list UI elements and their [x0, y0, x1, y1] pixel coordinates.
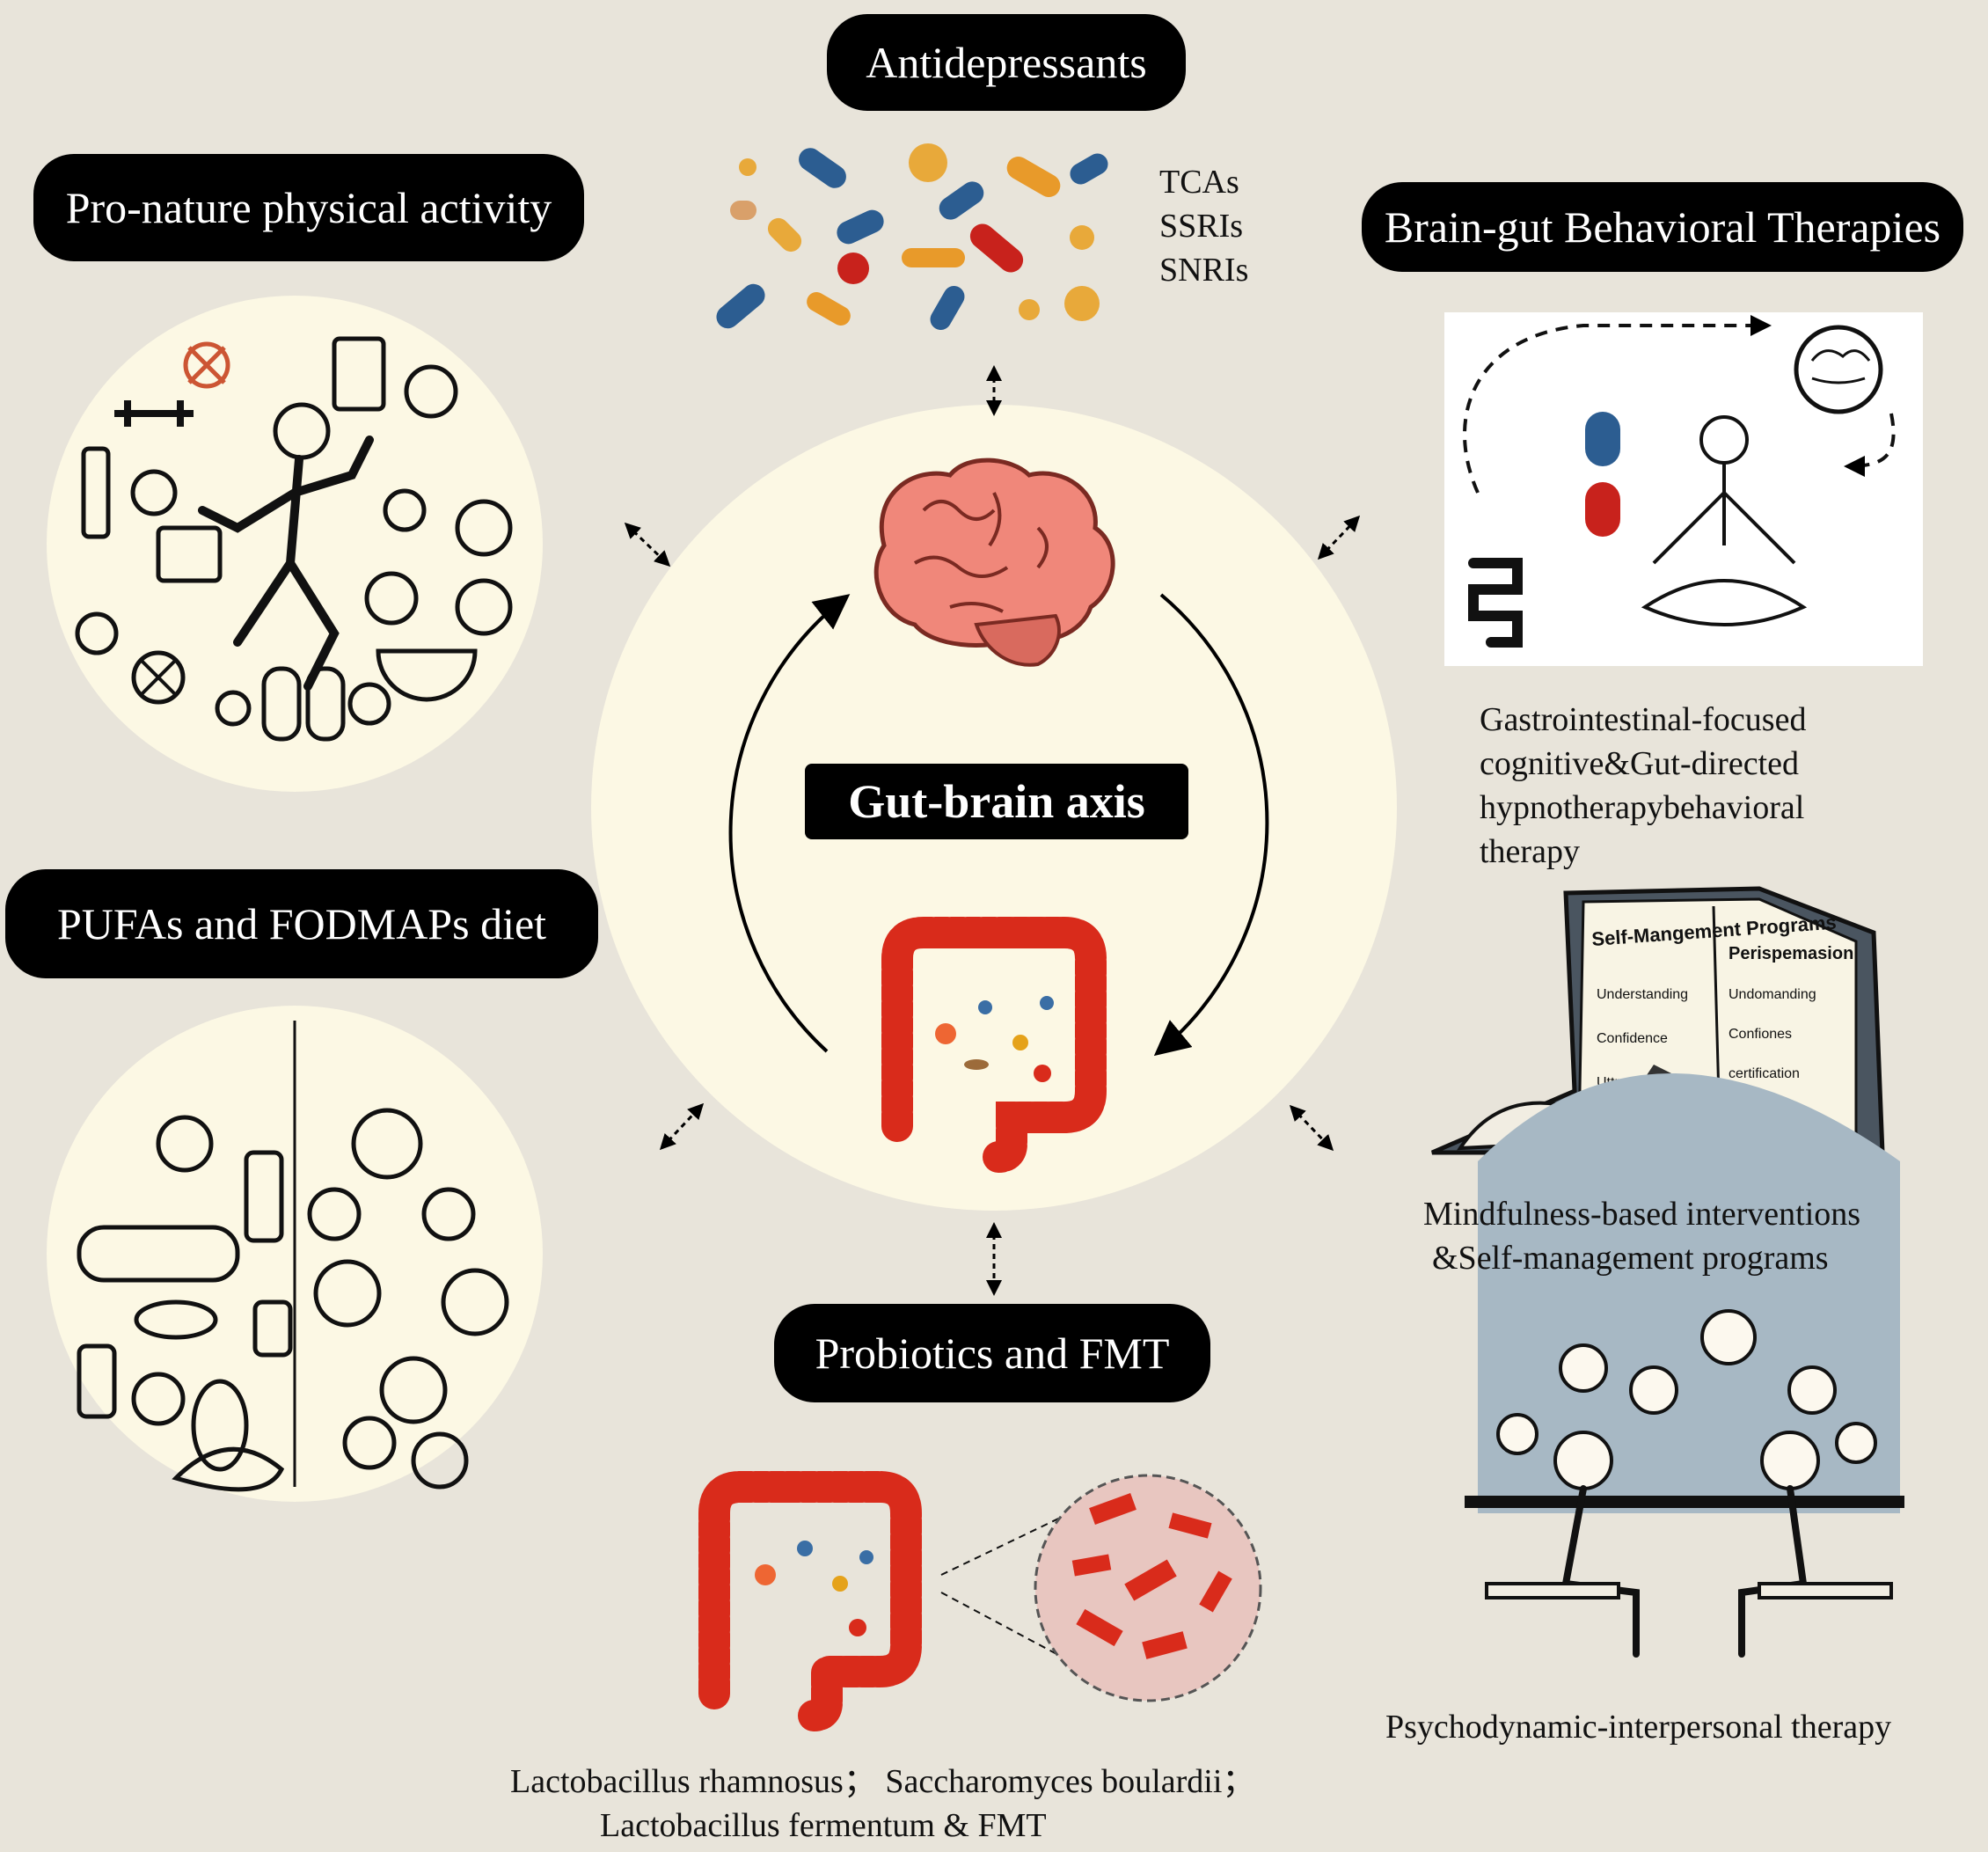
pill-physical-activity: Pro-nature physical activity [33, 154, 584, 261]
probiotic-gut-illustration [698, 1471, 1074, 1731]
probiotic-strains-line-1: Lactobacillus rhamnosus； Saccharomyces b… [510, 1763, 1256, 1800]
gi-cbt-line-1: Gastrointestinal-focused [1480, 701, 1807, 738]
drug-class-snris: SNRIs [1159, 252, 1249, 289]
clipboard-row2-2: Confiones [1729, 1027, 1792, 1042]
drug-class-ssris: SSRIs [1159, 208, 1244, 245]
physical-activity-illustration [47, 296, 543, 792]
mindfulness-line-1: Mindfulness-based interventions [1423, 1196, 1861, 1233]
drug-class-tcas: TCAs [1159, 164, 1239, 201]
clipboard-row-1: Understanding [1597, 987, 1688, 1002]
meditation-illustration [1444, 312, 1923, 666]
clipboard-row2-3: certification [1729, 1066, 1800, 1081]
arrow-physical-activity [624, 522, 671, 567]
therapy-session-illustration [1465, 1073, 1904, 1658]
mindfulness-line-2: &Self-management programs [1432, 1240, 1829, 1277]
clipboard-col2: Perispemasion [1729, 944, 1853, 963]
pill-antidepressants: Antidepressants [827, 14, 1186, 111]
gi-cbt-line-3: hypnotherapybehavioral [1480, 789, 1805, 826]
arrow-behavioral [1317, 515, 1361, 560]
arrow-mindfulness [1289, 1104, 1334, 1152]
psychodynamic-label: Psychodynamic-interpersonal therapy [1385, 1709, 1892, 1746]
gi-cbt-line-2: cognitive&Gut-directed [1480, 745, 1799, 782]
gi-cbt-line-4: therapy [1480, 833, 1580, 870]
pill-behavioral-therapies: Brain-gut Behavioral Therapies [1362, 182, 1963, 272]
pill-diet: PUFAs and FODMAPs diet [5, 869, 598, 978]
brain-to-gut-arrow [1153, 593, 1269, 1057]
probiotic-strains-line-2: Lactobacillus fermentum & FMT [600, 1807, 1047, 1844]
gut-to-brain-arrow [728, 594, 851, 1053]
brain-illustration [873, 458, 1115, 667]
bacteria-magnified-illustration [1034, 1474, 1262, 1702]
pill-probiotics: Probiotics and FMT [774, 1304, 1210, 1402]
arrow-diet [659, 1102, 705, 1151]
gut-illustration [881, 917, 1107, 1173]
clipboard-row-2: Confidence [1597, 1031, 1668, 1046]
clipboard-row2-1: Undomanding [1729, 987, 1816, 1002]
gut-brain-axis-label: Gut-brain axis [805, 764, 1188, 839]
diet-illustration [47, 1006, 543, 1502]
pills-illustration [716, 143, 1108, 330]
